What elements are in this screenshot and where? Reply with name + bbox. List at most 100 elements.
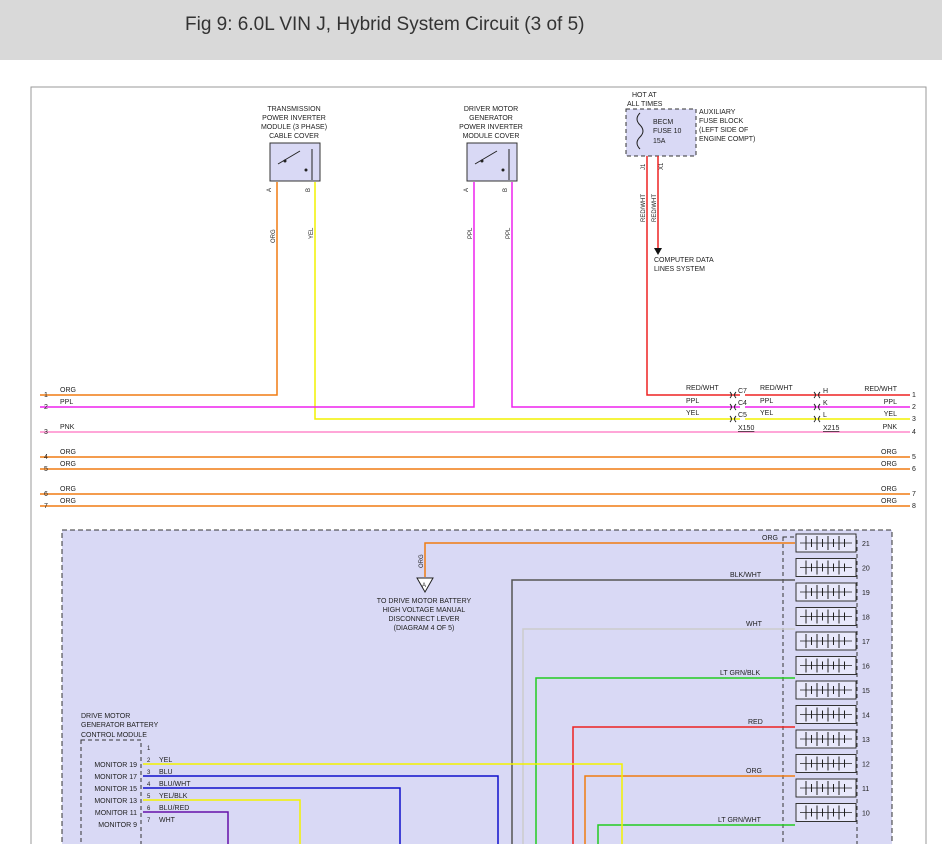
label-tpim-org: ORG [271,229,277,243]
svg-text:C4: C4 [738,400,747,407]
wire-dmg-ppl-a [40,182,475,408]
bcm-pin-number: 4 [147,782,151,788]
svg-text:YEL: YEL [760,410,773,417]
svg-text:FUSE BLOCK: FUSE BLOCK [699,118,744,125]
svg-text:ORG: ORG [881,461,897,468]
disconnect-label: TO DRIVE MOTOR BATTERY HIGH VOLTAGE MANU… [377,598,472,632]
wire-bat-org-21 [424,542,795,577]
bcm-pin-number: 5 [147,794,151,800]
wire-fuse-redwht-a [646,156,740,396]
svg-text:ORG: ORG [60,449,76,456]
fuse-pin-j1: J1 [641,163,647,170]
battery-cell-number: 14 [862,713,870,720]
label-fuse-redwht-b: RED/WHT [652,194,658,222]
label-dmg-ppl-a: PPL [468,227,474,239]
battery-cell [795,778,857,798]
svg-text:TRANSMISSION: TRANSMISSION [267,106,320,113]
bcm-pin-number: 6 [147,806,151,812]
bcm-pin-number: 2 [147,758,151,764]
connector-labels: C7 C4 C5 X150 H K L X215 RED/WHT PPL YEL… [686,385,839,432]
bcm-pin-number: 3 [147,770,151,776]
svg-text:(DIAGRAM 4 OF 5): (DIAGRAM 4 OF 5) [394,625,455,632]
svg-text:ORG: ORG [881,449,897,456]
battery-cell [795,607,857,626]
svg-text:3: 3 [44,429,48,436]
wire-bat-red-14 [572,726,795,844]
svg-text:PPL: PPL [884,399,897,406]
svg-text:DRIVER MOTOR: DRIVER MOTOR [464,106,518,113]
svg-text:MODULE COVER: MODULE COVER [463,133,520,140]
svg-text:HIGH VOLTAGE MANUAL: HIGH VOLTAGE MANUAL [383,607,466,614]
bcm-wire-label: BLU/WHT [159,781,191,788]
wire-bcm-bluwht [143,787,401,844]
bcm-monitor-label: MONITOR 9 [98,822,137,829]
bcm-box [80,739,142,844]
label-dmg-ppl-b: PPL [506,227,512,239]
svg-text:PPL: PPL [760,398,773,405]
wire-tpim-yel [314,182,740,420]
wire-bat-ltgrnblk-16 [535,677,795,844]
svg-text:POWER INVERTER: POWER INVERTER [459,124,523,131]
label-bat-red-14: RED [748,719,763,726]
wire-bat-ltgrnwht-10 [597,824,795,844]
svg-text:GENERATOR BATTERY: GENERATOR BATTERY [81,722,159,729]
dmg-label: DRIVER MOTOR GENERATOR POWER INVERTER MO… [459,106,523,140]
svg-text:5: 5 [44,466,48,473]
svg-text:4: 4 [912,429,916,436]
bcm-wire-label: YEL [159,757,172,764]
battery-cell [795,631,857,651]
battery-cell-number: 15 [862,688,870,695]
label-bat-ltgrnblk-16: LT GRN/BLK [720,670,761,677]
battery-cell-number: 17 [862,639,870,646]
battery-cell-number: 18 [862,615,870,622]
battery-cell-number: 12 [862,762,870,769]
svg-text:ALL TIMES: ALL TIMES [627,101,663,108]
svg-text:DISCONNECT LEVER: DISCONNECT LEVER [388,616,459,623]
svg-text:6: 6 [44,491,48,498]
bcm-wire-label: YEL/BLK [159,793,188,800]
tpim-label: TRANSMISSION POWER INVERTER MODULE (3 PH… [261,106,327,140]
title-bar: Fig 9: 6.0L VIN J, Hybrid System Circuit… [0,0,942,60]
bcm-monitor-label: MONITOR 13 [94,798,137,805]
battery-cell [795,680,857,700]
connector-x215 [813,391,821,423]
svg-text:CABLE COVER: CABLE COVER [269,133,319,140]
wire-bat-blkwht-20 [511,579,795,844]
svg-text:6: 6 [912,466,916,473]
battery-cell [795,754,857,773]
svg-text:7: 7 [912,491,916,498]
dmg-switch-box [466,142,518,182]
connector-x150 [729,391,737,423]
svg-text:ORG: ORG [881,486,897,493]
svg-text:DRIVE MOTOR: DRIVE MOTOR [81,713,130,720]
svg-text:TO DRIVE MOTOR BATTERY: TO DRIVE MOTOR BATTERY [377,598,472,605]
svg-text:PNK: PNK [60,424,75,431]
svg-text:AUXILIARY: AUXILIARY [699,109,736,116]
svg-text:8: 8 [912,503,916,510]
disconnect-pin-a: A [422,583,426,589]
bcm-pin-number: 7 [147,818,151,824]
battery-pack-area [61,529,893,844]
svg-text:1: 1 [912,392,916,399]
label-bat-blkwht-20: BLK/WHT [730,572,762,579]
battery-cell [795,803,857,822]
battery-cell [795,705,857,724]
bcm-monitor-label: MONITOR 19 [94,762,137,769]
svg-text:2: 2 [912,404,916,411]
wire-bat-org-12 [584,775,795,844]
svg-text:(LEFT SIDE OF: (LEFT SIDE OF [699,127,748,134]
battery-cell-number: 16 [862,664,870,671]
svg-text:7: 7 [44,503,48,510]
battery-cell-number: 20 [862,566,870,573]
wire-bcm-yelblk [143,799,301,844]
label-bat-org-12: ORG [746,768,762,775]
svg-text:L: L [823,412,827,419]
battery-cell-number: 19 [862,590,870,597]
battery-cell [795,533,857,553]
cdl-arrow-icon [654,248,662,255]
svg-text:3: 3 [912,416,916,423]
label-disconnect-org: ORG [419,554,425,568]
